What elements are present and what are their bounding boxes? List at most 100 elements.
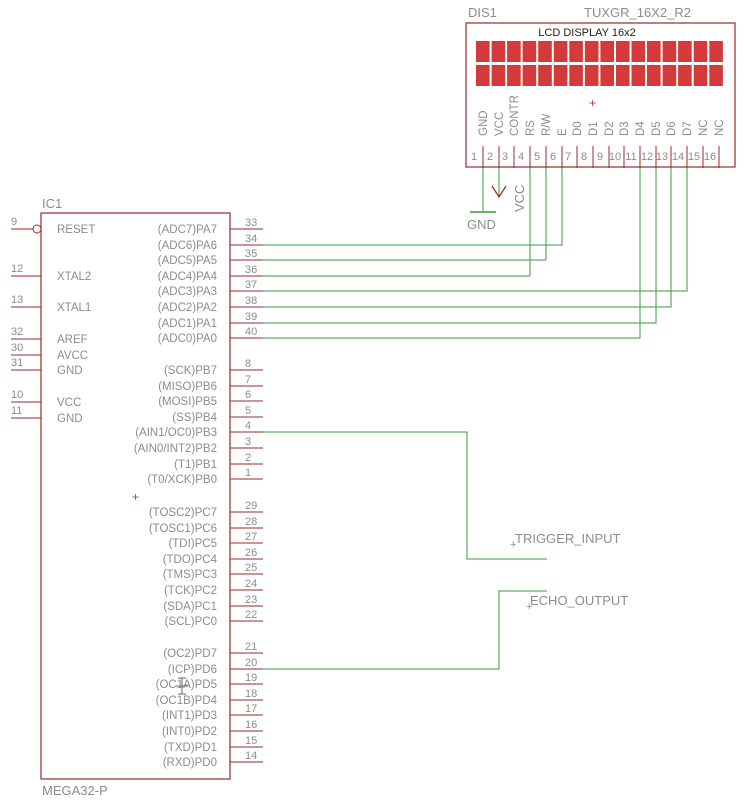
ic-pin-number: 16 <box>245 719 257 731</box>
lcd-cell <box>569 41 583 62</box>
gnd-symbol: GND <box>467 168 496 232</box>
lcd-pin-number: 12 <box>641 151 653 163</box>
lcd-pin-number: 2 <box>487 151 493 163</box>
wire-segment <box>263 168 688 292</box>
lcd-pin-number: 7 <box>565 151 571 163</box>
ic-pin-label: (TDI)PC5 <box>168 538 217 550</box>
ic-pin-number: 31 <box>11 357 23 369</box>
ic-left-pins: 9RESET12XTAL213XTAL132AREF30AVCC31GND10V… <box>11 216 95 425</box>
ic-pin-number: 9 <box>11 216 17 228</box>
ic-pin-label: (SCL)PC0 <box>165 616 217 628</box>
ic-pin-label: (T0/XCK)PB0 <box>147 474 217 486</box>
lcd-cell <box>553 65 568 86</box>
ic-pin-label: (ADC1)PA1 <box>158 318 217 330</box>
vcc-label: VCC <box>512 185 527 212</box>
lcd-cell <box>569 65 583 86</box>
ic-pin-label: (ICP)PD6 <box>168 664 217 676</box>
ic-pin-label: (ADC0)PA0 <box>158 333 217 345</box>
ic-pin-label: (SS)PB4 <box>172 412 217 424</box>
lcd-cell <box>507 41 521 62</box>
lcd-cell <box>647 65 661 86</box>
vcc-symbol: VCC <box>491 168 527 212</box>
trigger-origin-cross: + <box>510 539 516 551</box>
ic-pin-label: VCC <box>57 397 81 409</box>
ic-pin-number: 3 <box>245 436 251 448</box>
ic-pin-label: (MOSI)PB5 <box>158 396 217 408</box>
ic-origin-cross: + <box>132 490 139 504</box>
ic-pin-number: 22 <box>245 609 257 621</box>
lcd-cell <box>538 41 552 62</box>
ic-pin-label: (INT0)PD2 <box>162 726 217 738</box>
lcd-cell <box>678 65 692 86</box>
ic-pin-label: (AIN0/INT2)PB2 <box>134 443 217 455</box>
lcd-cell <box>600 65 614 86</box>
ic-pin-label: AREF <box>57 334 88 346</box>
lcd-cell <box>522 65 537 86</box>
ic-pin-number: 26 <box>245 547 257 559</box>
lcd-name: DIS1 <box>468 5 497 20</box>
ic-pin-number: 8 <box>245 358 251 370</box>
lcd-display: DIS1 TUXGR_16X2_R2 LCD DISPLAY 16x2 + 1G… <box>465 5 736 168</box>
lcd-pin-label: D7 <box>682 121 694 136</box>
lcd-origin-cross: + <box>589 96 596 110</box>
wire-segment <box>263 431 547 560</box>
lcd-pin-number: 3 <box>502 151 508 163</box>
wire-segment <box>263 168 563 246</box>
lcd-pin-number: 13 <box>656 151 668 163</box>
wires <box>263 168 688 670</box>
ic-pin-number: 17 <box>245 703 257 715</box>
lcd-pin-label: D0 <box>572 121 584 136</box>
wire-segment <box>263 168 672 308</box>
wire-segment <box>263 168 641 339</box>
text-cursor-icon <box>176 677 188 695</box>
ic-pin-label: XTAL2 <box>57 271 91 283</box>
ic-pin-number: 13 <box>11 294 23 306</box>
ic-pin-number: 27 <box>245 531 257 543</box>
ic-pin-label: (TOSC1)PC6 <box>149 523 217 535</box>
ic-pin-number: 2 <box>245 452 251 464</box>
ic-pin-label: (OC2)PD7 <box>163 648 217 660</box>
ic-mega32: IC1 MEGA32-P 9RESET12XTAL213XTAL132AREF3… <box>11 196 263 798</box>
ic-pin-number: 1 <box>245 467 251 479</box>
ic-pin-label: (ADC2)PA2 <box>158 302 217 314</box>
ic-pin-label: GND <box>57 365 83 377</box>
ic-pin-number: 29 <box>245 500 257 512</box>
ic-pin-label: (OC1A)PD5 <box>156 679 217 691</box>
lcd-cell <box>678 41 692 62</box>
ic-pin-number: 10 <box>11 389 23 401</box>
gnd-label: GND <box>467 217 496 232</box>
ic-right-pins: 33(ADC7)PA734(ADC6)PA635(ADC5)PA536(ADC4… <box>134 217 263 769</box>
lcd-pin-number: 5 <box>534 151 540 163</box>
ic-pin-number: 25 <box>245 562 257 574</box>
ic-body <box>40 212 231 780</box>
lcd-pin-label: VCC <box>494 112 506 136</box>
lcd-cell <box>476 41 490 62</box>
lcd-cell <box>491 65 506 86</box>
lcd-pins: 1GND2VCC3CONTR4RS5R/W6E7D08D19D210D311D4… <box>471 95 726 168</box>
lcd-character-grid <box>476 41 723 86</box>
lcd-cell <box>631 41 646 62</box>
lcd-pin-number: 15 <box>688 151 700 163</box>
lcd-cell <box>476 65 490 86</box>
lcd-pin-number: 16 <box>704 151 716 163</box>
ic-pin-label: (TCK)PC2 <box>164 585 217 597</box>
ic-pin-label: (TOSC2)PC7 <box>149 507 217 519</box>
lcd-pin-label: NC <box>714 119 726 136</box>
lcd-cell <box>538 65 552 86</box>
ic-value: MEGA32-P <box>42 783 108 798</box>
ic-pin-label: GND <box>57 413 83 425</box>
ic-pin-number: 15 <box>245 735 257 747</box>
lcd-body <box>465 22 736 168</box>
lcd-pin-label: D3 <box>619 121 631 136</box>
lcd-pin-label: D4 <box>635 121 647 136</box>
lcd-cell <box>584 41 599 62</box>
ic-pin-number: 39 <box>245 311 257 323</box>
vcc-arrow-icon <box>491 185 507 199</box>
ic-pin-label: AVCC <box>57 350 88 362</box>
trigger-input-label: TRIGGER_INPUT <box>515 531 621 546</box>
lcd-pin-number: 1 <box>471 151 477 163</box>
ic-pin-number: 7 <box>245 374 251 386</box>
ic-pin-number: 4 <box>245 420 251 432</box>
wire-segment <box>263 168 531 277</box>
